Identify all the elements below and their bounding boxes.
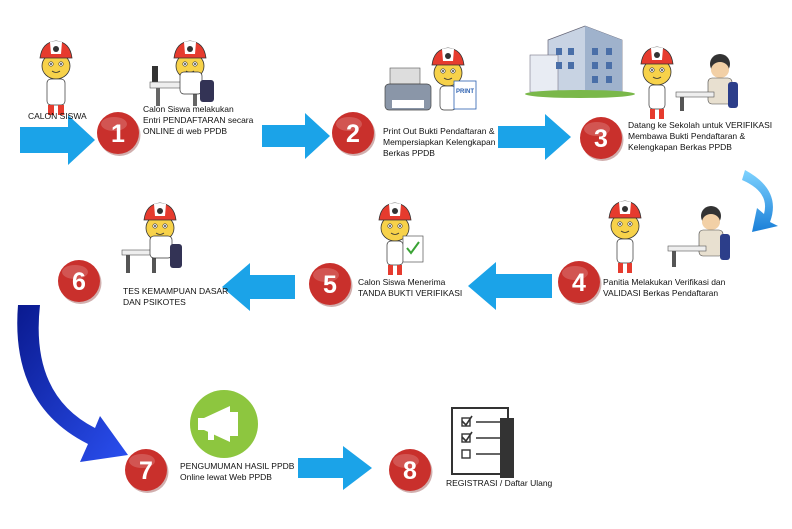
arrow-7-to-8 <box>298 446 372 490</box>
step-4-number: 4 <box>572 269 586 297</box>
panitia-icon <box>608 200 730 273</box>
step-2-number: 2 <box>346 120 360 148</box>
step-5-label: Calon Siswa Menerima TANDA BUKTI VERIFIK… <box>358 277 463 298</box>
step-8-circle: 8 <box>389 449 433 493</box>
step-4-label: Panitia Melakukan Verifikasi dan VALIDAS… <box>603 277 726 298</box>
step-3-number: 3 <box>594 125 608 153</box>
step-8-label: REGISTRASI / Daftar Ulang <box>446 478 553 488</box>
step-5-number: 5 <box>323 271 337 299</box>
school-building-icon <box>525 25 635 98</box>
curve-arrow-3-to-4 <box>742 170 778 232</box>
registration-checklist-icon <box>451 407 514 478</box>
step-1-label: Calon Siswa melakukan Entri PENDAFTARAN … <box>143 104 254 136</box>
curve-arrow-6-to-7 <box>17 305 128 462</box>
step-2-circle: 2 <box>332 112 376 156</box>
step-3-circle: 3 <box>580 117 624 161</box>
step-circles: 1 2 3 4 5 6 7 8 <box>58 112 624 493</box>
step-7-number: 7 <box>139 457 153 485</box>
arrow-4-to-5 <box>468 262 552 310</box>
arrow-start-to-1 <box>20 115 95 165</box>
student-standing-icon <box>39 40 73 115</box>
step-7-label: PENGUMUMAN HASIL PPDB Online lewat Web P… <box>180 461 295 482</box>
student-checklist-icon <box>378 202 424 275</box>
student-test-icon <box>121 202 182 273</box>
step-4-circle: 4 <box>558 261 602 305</box>
student-verify-icon <box>640 46 674 119</box>
arrow-5-to-6 <box>222 263 295 311</box>
step-6-circle: 6 <box>58 260 102 304</box>
printer-icon <box>384 67 432 111</box>
step-6-label: TES KEMAMPUAN DASAR DAN PSIKOTES <box>123 286 229 307</box>
step-2-label: Print Out Bukti Pendaftaran & Mempersiap… <box>383 126 496 158</box>
step-1-number: 1 <box>111 120 125 148</box>
student-computer-icon <box>149 40 214 106</box>
step-1-circle: 1 <box>97 112 141 156</box>
print-label: PRINT <box>456 89 474 95</box>
student-print-icon: PRINT <box>431 47 477 111</box>
step-8-number: 8 <box>403 457 417 485</box>
arrow-1-to-2 <box>262 113 330 159</box>
step-3-label: Datang ke Sekolah untuk VERIFIKASI Memba… <box>628 120 773 152</box>
step-7-circle: 7 <box>125 449 169 493</box>
officer-desk-icon <box>675 54 738 111</box>
arrow-2-to-3 <box>498 114 571 160</box>
flow-arrows <box>20 113 571 490</box>
step-6-number: 6 <box>72 268 86 296</box>
start-label: CALON SISWA <box>28 111 87 121</box>
megaphone-icon <box>190 390 258 458</box>
step-5-circle: 5 <box>309 263 353 307</box>
